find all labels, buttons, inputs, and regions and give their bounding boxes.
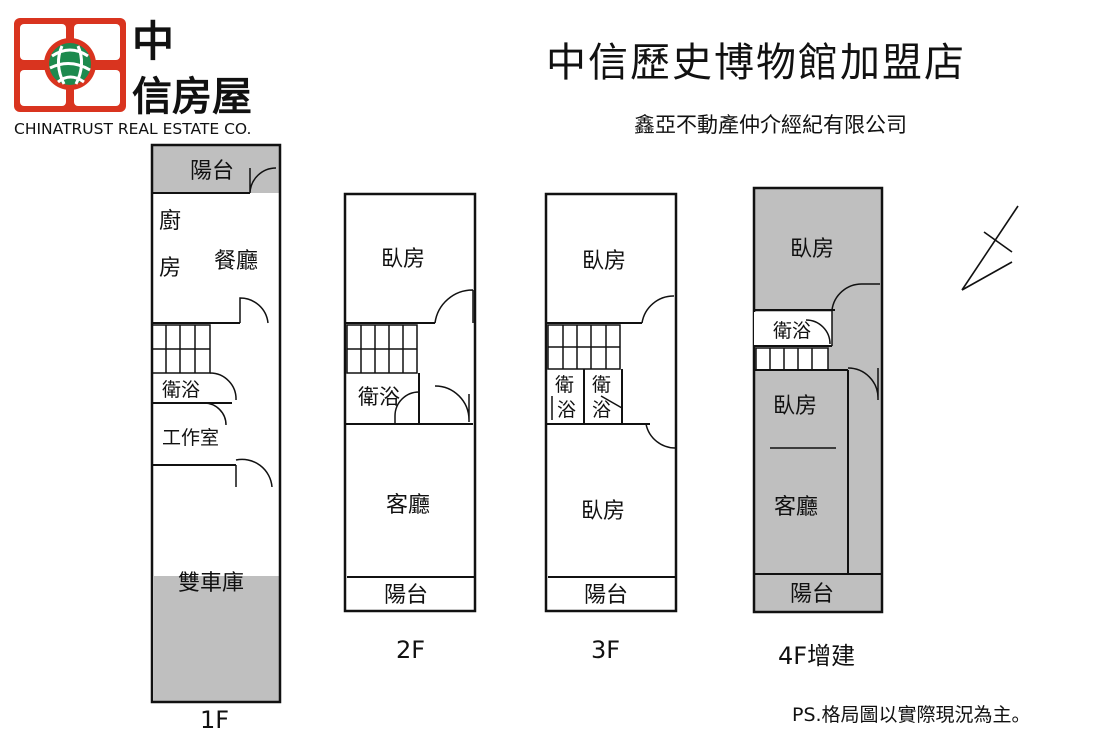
1f-balcony-label: 陽台 bbox=[190, 159, 234, 184]
3f-bedroom-bottom-label: 臥房 bbox=[581, 499, 625, 524]
3f-floor-label: 3F bbox=[591, 636, 620, 664]
1f-workroom-label: 工作室 bbox=[162, 427, 219, 449]
logo-name-line1: 中 bbox=[132, 17, 174, 66]
floor-1f bbox=[150, 143, 282, 704]
3f-balcony-label: 陽台 bbox=[584, 583, 628, 608]
3f-bath-a-label-2: 浴 bbox=[557, 399, 576, 421]
3f-bedroom-top-label: 臥房 bbox=[582, 249, 626, 274]
1f-bath-label: 衛浴 bbox=[162, 379, 200, 401]
4f-bath-label: 衛浴 bbox=[773, 320, 811, 342]
1f-stairs bbox=[151, 324, 211, 374]
company-subtitle: 鑫亞不動產仲介經紀有限公司 bbox=[634, 113, 907, 137]
2f-bath-label: 衛浴 bbox=[358, 385, 400, 409]
2f-stairs bbox=[346, 324, 418, 374]
3f-stairs bbox=[547, 324, 621, 370]
floor-2f bbox=[343, 192, 477, 613]
1f-outline bbox=[150, 143, 282, 704]
page-title: 中信歷史博物館加盟店 bbox=[546, 40, 966, 86]
1f-garage-area bbox=[154, 576, 280, 702]
4f-bedroom-top-label: 臥房 bbox=[790, 237, 834, 262]
4f-living-label: 客廳 bbox=[774, 495, 818, 520]
north-arrow-icon bbox=[961, 205, 1019, 291]
floor-3f bbox=[544, 192, 678, 613]
2f-bedroom-label: 臥房 bbox=[381, 247, 425, 272]
1f-garage-label: 雙車庫 bbox=[178, 571, 244, 596]
3f-bath-b-label-2: 浴 bbox=[592, 399, 611, 421]
1f-dining-label: 餐廳 bbox=[214, 249, 258, 274]
2f-balcony-label: 陽台 bbox=[384, 583, 428, 608]
3f-bath-a-label-1: 衛 bbox=[555, 374, 574, 396]
logo-english-name: CHINATRUST REAL ESTATE CO. bbox=[14, 120, 251, 138]
4f-bedroom-mid-label: 臥房 bbox=[773, 394, 817, 419]
company-logo: 中 信房屋 CHINATRUST REAL ESTATE CO. bbox=[14, 17, 252, 138]
3f-bath-b-label-1: 衛 bbox=[592, 374, 611, 396]
2f-outline bbox=[343, 192, 477, 613]
4f-floor-label: 4F增建 bbox=[778, 642, 855, 670]
1f-floor-label: 1F bbox=[200, 706, 229, 734]
2f-living-label: 客廳 bbox=[386, 493, 430, 518]
floor-4f bbox=[752, 186, 884, 614]
logo-name-line2: 信房屋 bbox=[132, 74, 252, 120]
2f-floor-label: 2F bbox=[396, 636, 425, 664]
1f-kitchen-label-1: 廚 bbox=[159, 209, 181, 234]
1f-kitchen-label-2: 房 bbox=[159, 256, 181, 281]
1f-balcony-area bbox=[152, 145, 280, 193]
4f-outline bbox=[752, 186, 884, 614]
4f-balcony-label: 陽台 bbox=[790, 582, 834, 607]
3f-outline bbox=[544, 192, 678, 613]
disclaimer-note: PS.格局圖以實際現況為主。 bbox=[792, 704, 1031, 726]
